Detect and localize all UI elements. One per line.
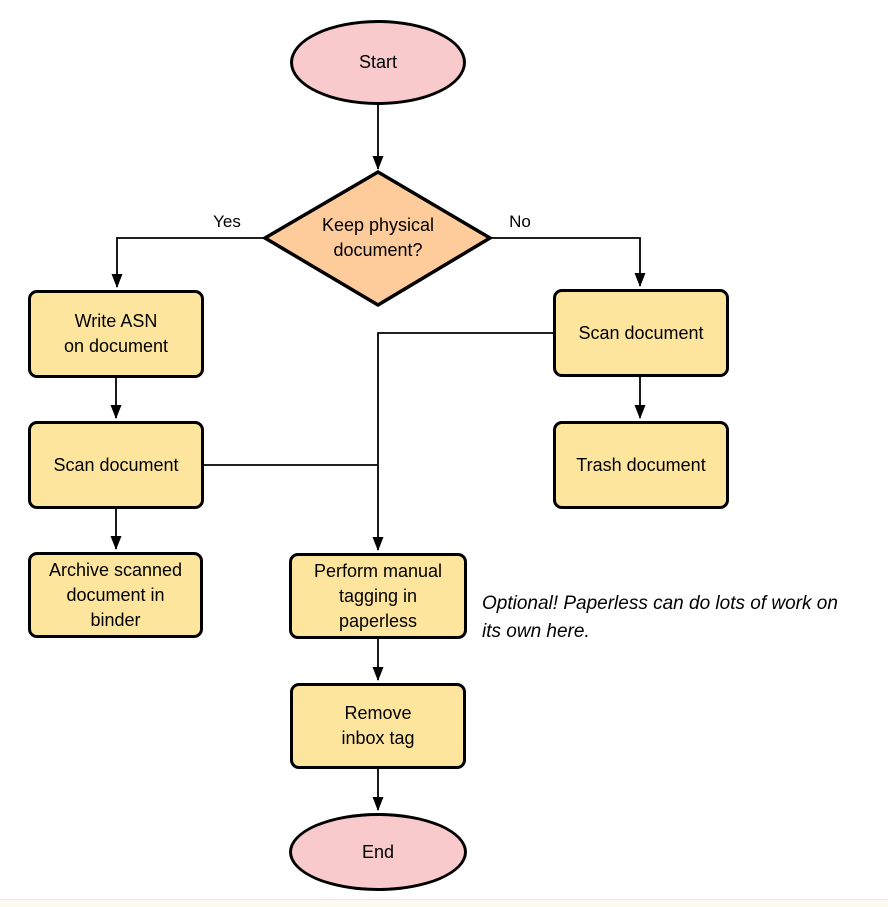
node-decision-shape <box>261 169 494 308</box>
edge-label-no: No <box>509 212 531 231</box>
node-trash: Trash document <box>553 421 729 509</box>
edge-decision-scan-right <box>490 237 646 287</box>
node-scan-left-label: Scan document <box>53 454 179 475</box>
node-archive-label: Archive scanned document in binder <box>48 559 183 630</box>
edge-label-yes: Yes <box>213 212 241 231</box>
node-start-label: Start <box>358 52 397 72</box>
node-archive: Archive scanned document in binder <box>28 552 203 638</box>
edge-decision-write-asn <box>111 237 265 288</box>
node-write-asn: Write ASN on document <box>28 290 204 378</box>
node-write-asn-label: Write ASN on document <box>63 311 169 356</box>
annotation-optional: Optional! Paperless can do lots of work … <box>482 593 838 642</box>
bottom-strip <box>0 899 888 907</box>
node-end: End <box>289 813 467 891</box>
node-remove-inbox-label: Remove inbox tag <box>341 703 415 748</box>
node-trash-label: Trash document <box>576 454 706 475</box>
node-scan-right-label: Scan document <box>578 322 704 343</box>
node-scan-right: Scan document <box>553 289 729 377</box>
node-decision-label: Keep physical document? <box>321 215 435 260</box>
node-end-label: End <box>361 841 395 862</box>
node-tagging-label: Perform manual tagging in paperless <box>313 560 443 631</box>
edge-scan-right-tagging <box>372 332 553 551</box>
node-scan-left: Scan document <box>28 421 204 509</box>
node-tagging: Perform manual tagging in paperless <box>289 553 467 639</box>
node-start: Start <box>290 20 466 105</box>
node-remove-inbox: Remove inbox tag <box>290 683 466 769</box>
